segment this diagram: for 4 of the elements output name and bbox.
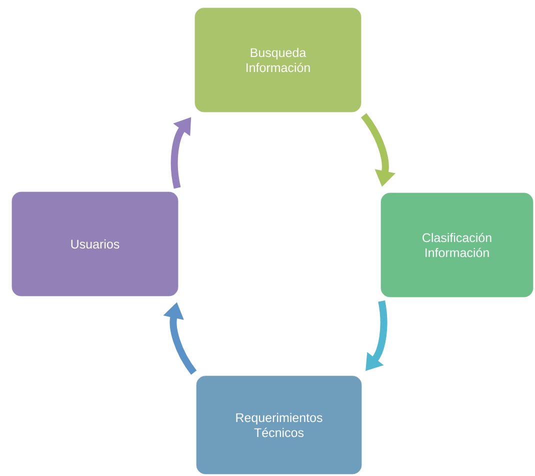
process-box: Requerimientos Técnicos <box>196 376 362 474</box>
process-box: Usuarios <box>12 192 178 296</box>
process-box: Busqueda Información <box>194 8 362 112</box>
process-box: Clasificación Información <box>380 192 534 298</box>
